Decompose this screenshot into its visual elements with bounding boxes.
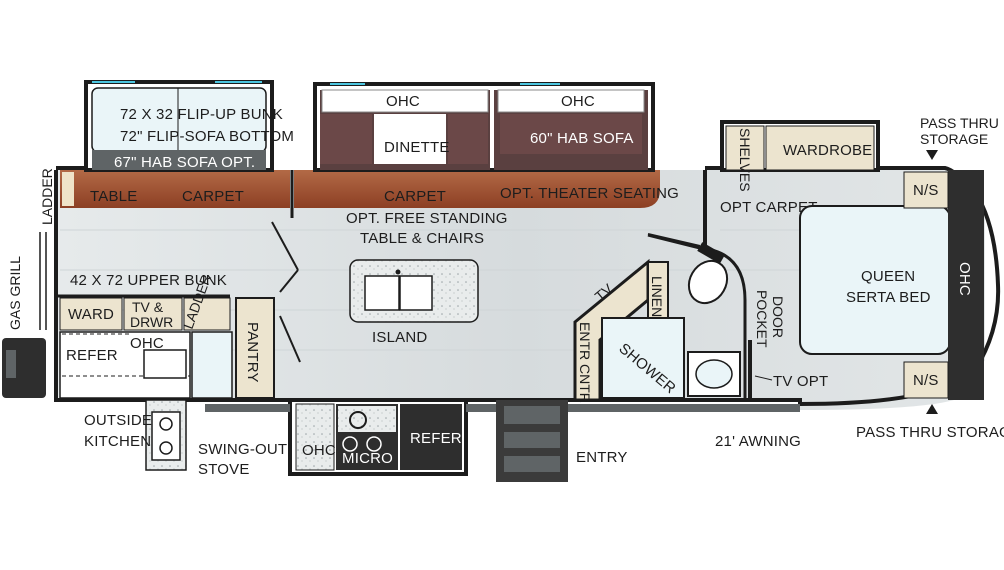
- pass-thru-top-arrow: [926, 150, 938, 160]
- free-standing-label-1: OPT. FREE STANDING: [346, 210, 508, 227]
- outside-kitchen: OUTSIDE KITCHEN SWING-OUT STOVE: [84, 399, 287, 478]
- bunk-slide: 72 X 32 FLIP-UP BUNK 72" FLIP-SOFA BOTTO…: [84, 80, 294, 172]
- queen-bed-label-1: QUEEN: [861, 268, 915, 285]
- entry-label: ENTRY: [576, 449, 628, 466]
- bunk-room: 42 X 72 UPPER BUNK WARD TV & DRWR LADDER…: [58, 272, 275, 399]
- refer-kitchen-label: REFER: [410, 430, 462, 447]
- carpet-left-label: CARPET: [182, 188, 244, 205]
- ns-bottom-label: N/S: [913, 372, 939, 389]
- upper-bunk-label: 42 X 72 UPPER BUNK: [70, 272, 227, 289]
- bathroom: TV ENTR CNTR LINEN SHOWER POCKET DOOR TV…: [573, 170, 828, 403]
- awning-label: 21' AWNING: [715, 433, 801, 450]
- entry-steps: ENTRY: [496, 400, 628, 482]
- table-label: TABLE: [90, 188, 137, 205]
- ward-label: WARD: [68, 306, 114, 323]
- awning: 21' AWNING: [205, 404, 801, 450]
- carpet-strip-center: [294, 170, 660, 208]
- wardrobe-label: WARDROBE: [783, 142, 872, 159]
- ohc-bunk-label: OHC: [130, 335, 164, 352]
- bunk-slide-label-2: 72" FLIP-SOFA BOTTOM: [120, 128, 294, 145]
- tv-opt-label: TV OPT: [773, 373, 828, 390]
- free-standing-label-2: TABLE & CHAIRS: [360, 230, 484, 247]
- outside-kitchen-label-2: KITCHEN: [84, 433, 151, 450]
- wardrobe-slide: SHELVES WARDROBE: [720, 120, 880, 192]
- shelves-label: SHELVES: [737, 128, 753, 192]
- gas-grill-label: GAS GRILL: [7, 256, 23, 330]
- carpet-strip: [60, 170, 290, 208]
- micro-label: MICRO: [342, 450, 393, 467]
- bedroom: OPT CARPET OHC QUEEN SERTA BED N/S N/S: [720, 170, 984, 400]
- outside-kitchen-label-1: OUTSIDE: [84, 412, 152, 429]
- living-area: OPT. FREE STANDING TABLE & CHAIRS ISLAND: [271, 210, 701, 363]
- swing-out-stove-label-1: SWING-OUT: [198, 441, 287, 458]
- tv-drwr-label-1: TV &: [132, 299, 164, 315]
- carpet-center-label: CARPET: [384, 188, 446, 205]
- kitchen-slide: OHC MICRO REFER: [288, 398, 468, 476]
- theater-seating-label: OPT. THEATER SEATING: [500, 185, 679, 202]
- pass-thru-top-label-2: STORAGE: [920, 131, 988, 147]
- pass-thru-bottom-label: PASS THRU STORAGE: [856, 424, 1004, 441]
- dinette-label: DINETTE: [384, 139, 450, 156]
- hab-sofa-label: 60" HAB SOFA: [530, 130, 634, 147]
- ohc-kitchen-label: OHC: [302, 442, 336, 459]
- opt-carpet-label: OPT CARPET: [720, 199, 818, 216]
- ns-top-label: N/S: [913, 182, 939, 199]
- pass-thru-bottom-arrow: [926, 404, 938, 414]
- ladder-outside-label: LADDER: [39, 168, 55, 225]
- bunk-slide-label-1: 72 X 32 FLIP-UP BUNK: [120, 106, 283, 123]
- entr-cntr-label: ENTR CNTR: [577, 322, 593, 403]
- exterior-left: LADDER GAS GRILL: [2, 168, 55, 398]
- swing-out-stove-label-2: STOVE: [198, 461, 250, 478]
- island-label: ISLAND: [372, 329, 427, 346]
- living-slide: OHC DINETTE OHC 60" HAB SOFA: [313, 82, 655, 172]
- ohc-sofa-label: OHC: [561, 93, 595, 110]
- refer-bunk-label: REFER: [66, 347, 118, 364]
- table-end: [62, 172, 74, 206]
- linen-label: LINEN: [649, 276, 665, 317]
- hab-sofa-opt-label: 67" HAB SOFA OPT.: [114, 154, 255, 171]
- queen-bed-label-2: SERTA BED: [846, 289, 931, 306]
- tv-drwr-label-2: DRWR: [130, 314, 173, 330]
- pocket-door-label-1: POCKET: [754, 290, 770, 348]
- ohc-bed-label: OHC: [956, 262, 973, 296]
- pantry-label: PANTRY: [244, 322, 261, 383]
- pass-thru-top-label-1: PASS THRU: [920, 115, 999, 131]
- pocket-door-label-2: DOOR: [770, 296, 786, 338]
- ohc-dinette-label: OHC: [386, 93, 420, 110]
